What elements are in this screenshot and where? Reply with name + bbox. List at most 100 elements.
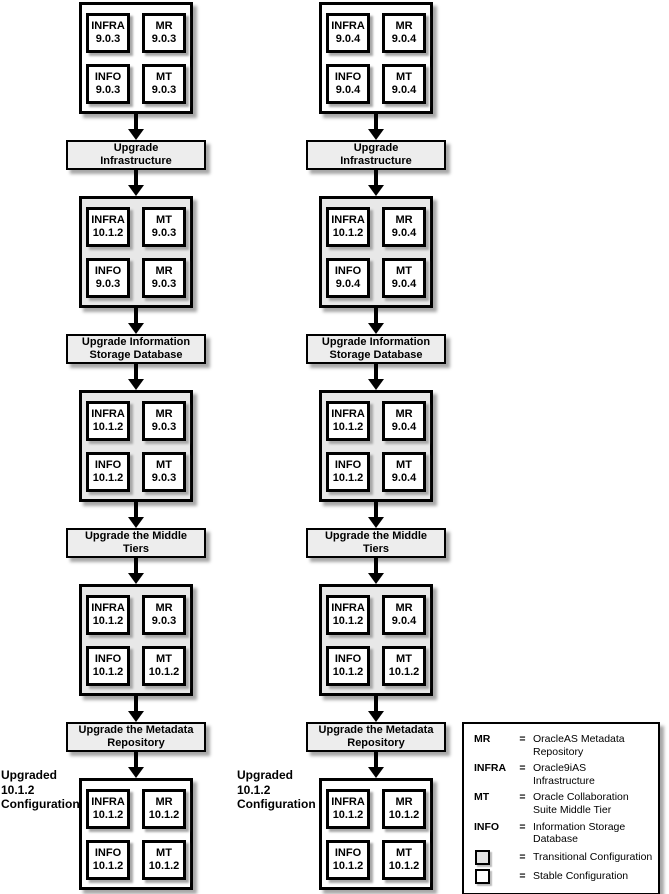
process-box-upgrade-infrastructure: Upgrade Infrastructure (66, 140, 206, 170)
legend-term: MT (474, 791, 490, 804)
arrow-stem (374, 502, 378, 518)
component-box: MR 9.0.3 (142, 400, 186, 441)
component-box: MR 10.1.2 (142, 788, 186, 829)
legend-term: INFO (474, 820, 500, 833)
arrow-stem (374, 114, 378, 130)
legend-definition: Oracle9iAS Infrastructure (533, 762, 595, 787)
down-arrow-icon (368, 558, 384, 584)
arrow-head (368, 185, 384, 196)
legend-row-info: INFO = Information Storage Database (474, 821, 650, 846)
arrow-head (368, 517, 384, 528)
arrow-stem (134, 364, 138, 380)
component-box: INFO 10.1.2 (326, 451, 370, 492)
legend-definition: OracleAS Metadata Repository (533, 733, 625, 758)
down-arrow-icon (128, 502, 144, 528)
legend-term: INFRA (474, 762, 507, 775)
legend-row-infra: INFRA = Oracle9iAS Infrastructure (474, 762, 650, 787)
legend-row-mt: MT = Oracle Collaboration Suite Middle T… (474, 791, 650, 816)
upgraded-config-label-right: Upgraded 10.1.2 Configuration (237, 768, 316, 812)
component-box: MT 10.1.2 (382, 839, 426, 880)
arrow-head (128, 767, 144, 778)
arrow-head (128, 379, 144, 390)
component-box: MT 10.1.2 (142, 839, 186, 880)
config-box-transitional: INFRA 10.1.2 MR 9.0.4 INFO 10.1.2 MT 9.0… (319, 390, 433, 502)
down-arrow-icon (128, 308, 144, 334)
config-box-transitional: INFRA 10.1.2 MR 9.0.4 INFO 10.1.2 MT 10.… (319, 584, 433, 696)
component-box: INFRA 10.1.2 (86, 206, 130, 247)
legend-definition: Stable Configuration (533, 869, 629, 882)
arrow-stem (374, 170, 378, 186)
component-box: MT 9.0.4 (382, 63, 426, 104)
legend-row-stable: = Stable Configuration (474, 868, 650, 884)
arrow-stem (134, 558, 138, 574)
config-box-903-start: INFRA 9.0.3 MR 9.0.3 INFO 9.0.3 MT 9.0.3 (79, 2, 193, 114)
component-box: MR 9.0.3 (142, 594, 186, 635)
component-box: MT 9.0.3 (142, 451, 186, 492)
arrow-stem (374, 308, 378, 324)
arrow-head (368, 711, 384, 722)
component-box: INFO 10.1.2 (86, 839, 130, 880)
component-box: INFRA 10.1.2 (326, 400, 370, 441)
component-box: MR 9.0.4 (382, 12, 426, 53)
config-box-904-start: INFRA 9.0.4 MR 9.0.4 INFO 9.0.4 MT 9.0.4 (319, 2, 433, 114)
config-box-1012-final: INFRA 10.1.2 MR 10.1.2 INFO 10.1.2 MT 10… (79, 778, 193, 890)
process-box-upgrade-middle-tiers: Upgrade the Middle Tiers (66, 528, 206, 558)
component-box: INFO 9.0.3 (86, 63, 130, 104)
component-box: MR 9.0.4 (382, 594, 426, 635)
arrow-stem (374, 364, 378, 380)
arrow-stem (134, 752, 138, 768)
arrow-head (368, 767, 384, 778)
legend: MR = OracleAS Metadata Repository INFRA … (462, 722, 660, 894)
legend-equals: = (519, 791, 526, 804)
process-box-upgrade-info-storage: Upgrade Information Storage Database (66, 334, 206, 364)
down-arrow-icon (368, 752, 384, 778)
down-arrow-icon (128, 170, 144, 196)
arrow-head (128, 185, 144, 196)
process-box-upgrade-middle-tiers: Upgrade the Middle Tiers (306, 528, 446, 558)
arrow-head (368, 323, 384, 334)
legend-row-transitional: = Transitional Configuration (474, 849, 653, 865)
process-box-upgrade-infrastructure: Upgrade Infrastructure (306, 140, 446, 170)
component-box: INFO 10.1.2 (326, 645, 370, 686)
legend-equals: = (519, 762, 526, 775)
arrow-stem (134, 170, 138, 186)
down-arrow-icon (128, 696, 144, 722)
arrow-stem (134, 114, 138, 130)
arrow-stem (374, 558, 378, 574)
arrow-head (368, 129, 384, 140)
legend-equals: = (519, 820, 526, 833)
down-arrow-icon (368, 308, 384, 334)
flow-column-904: INFRA 9.0.4 MR 9.0.4 INFO 9.0.4 MT 9.0.4… (306, 0, 446, 890)
arrow-head (128, 129, 144, 140)
arrow-head (128, 573, 144, 584)
component-box: INFRA 10.1.2 (326, 206, 370, 247)
legend-term: MR (474, 733, 491, 745)
process-box-upgrade-info-storage: Upgrade Information Storage Database (306, 334, 446, 364)
down-arrow-icon (368, 114, 384, 140)
stable-swatch-icon (475, 868, 490, 884)
arrow-head (368, 379, 384, 390)
component-box: INFO 9.0.3 (86, 257, 130, 298)
process-box-upgrade-metadata-repository: Upgrade the Metadata Repository (306, 722, 446, 752)
arrow-head (128, 711, 144, 722)
arrow-head (128, 323, 144, 334)
component-box: INFRA 10.1.2 (86, 400, 130, 441)
config-box-transitional: INFRA 10.1.2 MT 9.0.3 INFO 9.0.3 MR 9.0.… (79, 196, 193, 308)
component-box: MT 10.1.2 (382, 645, 426, 686)
component-box: MT 9.0.4 (382, 451, 426, 492)
arrow-head (368, 573, 384, 584)
component-box: INFRA 10.1.2 (86, 594, 130, 635)
legend-definition: Transitional Configuration (533, 850, 653, 863)
component-box: MT 9.0.4 (382, 257, 426, 298)
component-box: MT 9.0.3 (142, 63, 186, 104)
flow-column-903: INFRA 9.0.3 MR 9.0.3 INFO 9.0.3 MT 9.0.3… (66, 0, 206, 890)
transitional-swatch-icon (475, 849, 490, 865)
down-arrow-icon (128, 364, 144, 390)
legend-equals: = (519, 850, 526, 863)
component-box: MR 10.1.2 (382, 788, 426, 829)
component-box: INFO 10.1.2 (86, 451, 130, 492)
component-box: INFO 10.1.2 (326, 839, 370, 880)
arrow-stem (374, 696, 378, 712)
config-box-transitional: INFRA 10.1.2 MR 9.0.4 INFO 9.0.4 MT 9.0.… (319, 196, 433, 308)
component-box: INFO 9.0.4 (326, 257, 370, 298)
